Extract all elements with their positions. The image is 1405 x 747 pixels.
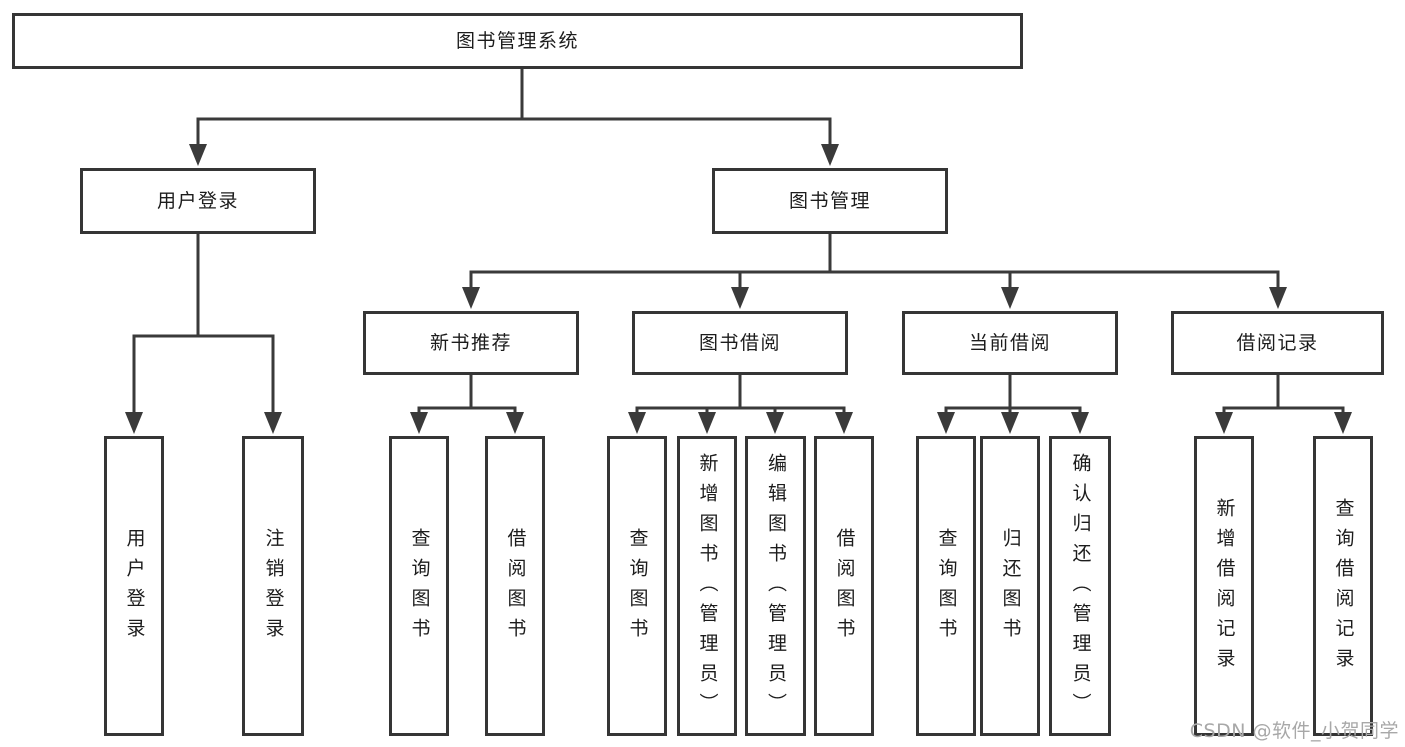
leaf-query-books-borrowing: 查询图书 xyxy=(607,436,667,736)
leaf-edit-books-admin: 编辑图书（管理员） xyxy=(745,436,806,736)
leaf-user-login: 用户登录 xyxy=(104,436,164,736)
leaf-borrow-books: 借阅图书 xyxy=(814,436,874,736)
leaf-add-borrow-record: 新增借阅记录 xyxy=(1194,436,1254,736)
node-library-management-system: 图书管理系统 xyxy=(12,13,1023,69)
leaf-return-books: 归还图书 xyxy=(980,436,1040,736)
node-new-book-recommendation: 新书推荐 xyxy=(363,311,579,375)
node-book-borrowing: 图书借阅 xyxy=(632,311,848,375)
csdn-watermark: CSDN @软件_小贺同学 xyxy=(1189,720,1399,742)
leaf-logout: 注销登录 xyxy=(242,436,304,736)
node-user-login: 用户登录 xyxy=(80,168,316,234)
node-current-borrowing: 当前借阅 xyxy=(902,311,1118,375)
leaf-add-books-admin: 新增图书（管理员） xyxy=(677,436,737,736)
leaf-borrow-books-recommend: 借阅图书 xyxy=(485,436,545,736)
arrowhead-icons xyxy=(125,144,1352,434)
leaf-query-books-recommend: 查询图书 xyxy=(389,436,449,736)
leaf-query-borrow-record: 查询借阅记录 xyxy=(1313,436,1373,736)
node-book-management: 图书管理 xyxy=(712,168,948,234)
node-borrowing-records: 借阅记录 xyxy=(1171,311,1384,375)
leaf-query-books-current: 查询图书 xyxy=(916,436,976,736)
leaf-confirm-return-admin: 确认归还（管理员） xyxy=(1049,436,1111,736)
